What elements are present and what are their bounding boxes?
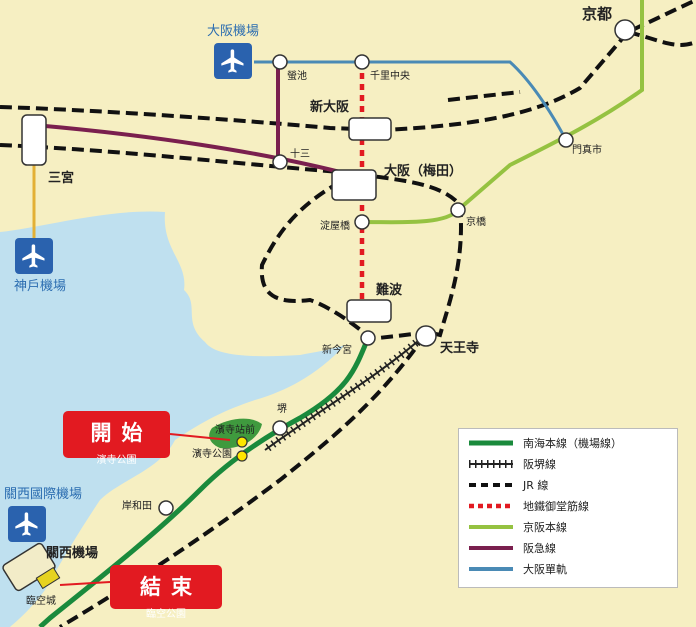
legend-label: JR 線 — [523, 479, 549, 492]
hankai-line — [262, 332, 428, 454]
station-label-kadoma: 門真市 — [572, 145, 602, 156]
hamadera-stations — [236, 436, 248, 462]
kansai-airport-island — [2, 542, 61, 592]
start-marker: 開始 濱寺公園 — [63, 411, 170, 466]
station-label-kishiwada: 岸和田 — [122, 501, 152, 512]
osaka-bay — [0, 211, 345, 627]
end-marker-title: 結束 — [140, 575, 202, 599]
airplane-icon — [214, 43, 252, 79]
legend-item: 京阪本線 — [469, 519, 567, 535]
start-connector — [169, 433, 231, 441]
station-label-rinku-town: 臨空城 — [26, 596, 56, 607]
station-label-sakai: 堺 — [277, 404, 287, 415]
station-label-juso: 十三 — [290, 149, 310, 160]
station-label-osaka-umeda: 大阪（梅田） — [384, 164, 463, 179]
airplane-icon — [15, 238, 53, 274]
legend-swatch-monorail — [469, 567, 513, 571]
hamadera-park-area — [209, 418, 262, 449]
station-label-tennoji: 天王寺 — [440, 341, 480, 356]
legend-label: 南海本線（機場線） — [523, 437, 622, 450]
keihan-line — [361, 0, 644, 225]
hankyu-line — [33, 62, 341, 174]
legend-item: 阪急線 — [469, 540, 556, 556]
station-label-namba: 難波 — [376, 283, 403, 298]
legend-swatch-hankai — [469, 460, 513, 468]
station-label-kyobashi: 京橋 — [466, 217, 486, 228]
legend-swatch-hankyu — [469, 546, 513, 550]
legend-label: 京阪本線 — [523, 521, 567, 534]
station-label-hamadera-koen: 濱寺公園 — [192, 449, 232, 460]
station-label-sannomiya: 三宮 — [48, 171, 75, 186]
station-label-shinimamiya: 新今宮 — [322, 345, 352, 356]
airport-label-osaka: 大阪機場 — [207, 24, 260, 39]
station-label-yodoyabashi: 淀屋橋 — [320, 221, 350, 232]
station-label-kansai-airport: 關西機場 — [46, 546, 99, 561]
start-marker-sub: 濱寺公園 — [96, 455, 137, 466]
airport-label-kobe: 神戶機場 — [14, 279, 67, 294]
station-label-hamadera-ekimae: 濱寺站前 — [215, 425, 255, 436]
legend-item: 大阪單軌 — [469, 561, 567, 577]
airport-label-kansai: 關西國際機場 — [4, 487, 83, 502]
end-connector — [59, 581, 111, 586]
station-label-kyoto: 京都 — [582, 5, 613, 23]
station-label-shinosaka: 新大阪 — [310, 100, 350, 115]
airplane-icon — [8, 506, 46, 542]
station-label-senrichuo: 千里中央 — [370, 71, 410, 82]
station-label-hotarugaike: 螢池 — [287, 71, 307, 82]
end-marker-sub: 臨空公園 — [146, 609, 186, 620]
monorail-line — [254, 60, 568, 141]
legend-label: 地鐵御堂筋線 — [523, 500, 589, 513]
legend-item: 阪堺線 — [469, 456, 556, 472]
legend-item: 地鐵御堂筋線 — [469, 498, 589, 514]
legend-swatch-jr — [469, 483, 513, 487]
start-marker-title: 開始 — [90, 421, 153, 445]
legend-swatch-keihan — [469, 525, 513, 529]
end-marker: 結束 臨空公園 — [110, 565, 222, 620]
legend-item: JR 線 — [469, 477, 548, 493]
legend-label: 阪堺線 — [523, 458, 556, 471]
station-nodes — [21, 19, 636, 516]
legend-label: 阪急線 — [523, 542, 556, 555]
legend-label: 大阪單軌 — [523, 563, 567, 576]
legend: 南海本線（機場線） 阪堺線 JR 線 地鐵御堂筋線 京阪本線 阪急線 大阪單軌 — [458, 428, 678, 588]
legend-swatch-nankai — [469, 440, 513, 446]
legend-swatch-midosuji — [469, 503, 513, 509]
legend-item: 南海本線（機場線） — [469, 435, 622, 451]
